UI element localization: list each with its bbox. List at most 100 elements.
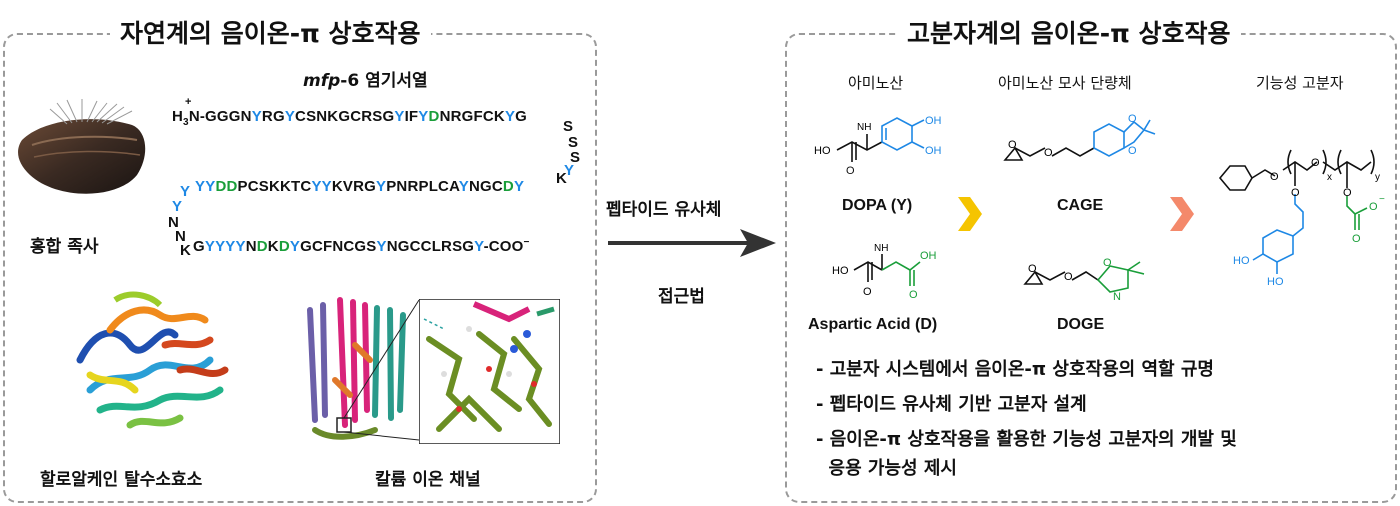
cage-epoxide-o-label: O [1008,139,1017,151]
column-monomer: 아미노산 모사 단량체 [998,74,1132,92]
doge-name: DOGE [1057,316,1105,333]
polymer-o3-label: O [1291,187,1300,199]
sequence-turn-residue: S [568,134,579,151]
sequence-segment: Y [284,108,296,125]
sequence-turn-residue: S [570,149,581,166]
sequence-line-1: H3N-GGGNYRGYCSNKGCRSGYIFYDNRGFCKYG [172,108,527,128]
peptidomimetic-label: 펩타이드 유사체 [606,200,722,220]
cage-structure: O O O O [1003,113,1156,161]
approach-label: 접근법 [658,287,705,307]
asp-o-label: O [863,286,872,298]
sequence-turn-residue: K [180,242,192,259]
aspartic-acid-name: Aspartic Acid (D) [808,316,938,333]
right-panel-title: 고분자계의 음이온-π 상호작용 [897,14,1241,50]
bullet-3: - 음이온-π 상호작용을 활용한 기능성 고분자의 개발 및 [816,429,1237,450]
sequence-segment: D [502,178,514,195]
sequence-segment: N-GGGN [188,108,252,125]
dopa-nh2-label: NH [857,122,871,133]
polymer-x-label: x [1327,172,1332,183]
sequence-segment: YYYY [204,238,246,255]
sequence-line-2: YYDDPCSKKTCYYKVRGYPNRPLCAYNGCDY [195,178,524,195]
functional-polymer-structure: O O O O x y HO HO O O − [1218,149,1385,288]
asp-nh2-label: NH [874,243,888,254]
sequence-segment: H [172,108,184,125]
doge-epoxide-o-label: O [1028,263,1037,275]
sequence-segment: Y [251,108,262,125]
asp-oh-label: OH [920,250,937,262]
polymer-ho2-label: HO [1267,276,1284,288]
sequence-segment: PNRPLCA [386,178,459,195]
dopa-o-label: O [846,165,855,177]
doge-structure: O O O N [1023,257,1145,303]
sequence-segment: GCFNCGS [300,238,377,255]
sequence-segment: D [278,238,290,255]
polymer-ho1-label: HO [1233,255,1250,267]
sequence-residue: Y [195,178,206,195]
sequence-segment: KVRG [331,178,376,195]
sequence-segment: Y [289,238,301,255]
cage-name: CAGE [1057,197,1104,214]
sequence-segment: 3 [183,117,189,128]
doge-ether-o-label: O [1064,271,1073,283]
enzyme-label: 할로알케인 탈수소효소 [40,470,203,490]
cage-o1-label: O [1128,113,1137,125]
sequence-segment: -COO [483,238,524,255]
sequence-segment: Y [474,238,484,255]
sequence-segment: Y [376,238,387,255]
sequence-segment: Y [394,108,405,125]
yellow-chevron-icon [958,197,982,231]
orange-chevron-icon [1170,197,1194,231]
sequence-segment: G [515,108,528,125]
left-panel-title: 자연계의 음이온-π 상호작용 [110,14,431,50]
sequence-segment: D [428,108,440,125]
sequence-turn-residue: K [556,170,568,187]
sequence-segment: YY [311,178,332,195]
polymer-carbonyl-o-label: O [1352,233,1361,245]
mussel-label: 홍합 족사 [30,237,99,257]
doge-ring-o-label: O [1103,257,1112,269]
sequence-segment: NRGFCK [439,108,505,125]
dehalogenase-structure-image [76,291,229,429]
column-polymer: 기능성 고분자 [1256,74,1344,92]
bullet-1: - 고분자 시스템에서 음이온-π 상호작용의 역할 규명 [816,359,1214,380]
sequence-segment: D [256,238,268,255]
sequence-segment: NGCCLRSG [386,238,475,255]
sequence-title: mfp-6 염기서열 [303,66,428,91]
doge-ring-n-label: N [1113,291,1121,303]
sequence-residue: D [226,178,238,195]
sequence-segment: Y [504,108,516,125]
sequence-segment: Y [418,108,429,125]
dopa-oh1-label: OH [925,115,942,127]
aspartic-acid-structure: HO O NH OH O [832,243,937,301]
polymer-o1-label: O [1270,171,1279,183]
sequence-line-3: GYYYYNDKDYGCFNCGSYNGCCLRSGY-COO− [193,237,530,255]
sequence-turn-residue: N [175,228,187,245]
bullet-4: 응용 가능성 제시 [816,458,957,479]
sequence-segment: IF [404,108,419,125]
sequence-turn-residue: S [563,118,574,135]
dopa-structure: HO O NH OH OH [814,115,942,177]
polymer-minus-label: − [1379,194,1385,205]
polymer-o2-label: O [1311,157,1320,169]
sequence-segment: Y [513,178,525,195]
sequence-segment: K [267,238,279,255]
sequence-segment: CSNKGCRSG [295,108,395,125]
sequence-segment: G [193,238,205,255]
asp-o2-label: O [909,289,918,301]
cage-o2-label: O [1128,145,1137,157]
cage-ether-o-label: O [1044,147,1053,159]
sequence-segment: N [245,238,257,255]
sequence-segment: Y [458,178,469,195]
sequence-title-italic: mfp [303,71,341,91]
sequence-segment: Y [376,178,387,195]
sequence-segment: PCSKKTC [237,178,312,195]
dopa-ho-label: HO [814,145,831,157]
sequence-turn-residue: N [168,214,180,231]
sequence-segment: RG [261,108,285,125]
dopa-oh2-label: OH [925,145,942,157]
sequence-title-rest: -6 염기서열 [340,71,428,91]
sequence-segment: − [523,237,530,248]
channel-label: 칼륨 이온 채널 [375,470,481,490]
channel-zoom-inset-image [419,299,560,444]
polymer-o4-label: O [1343,187,1352,199]
